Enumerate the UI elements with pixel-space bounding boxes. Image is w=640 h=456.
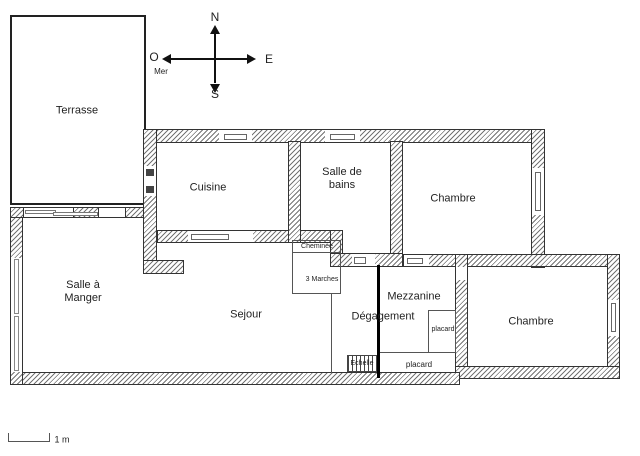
sliding-window-bar-1 [25, 210, 56, 214]
feature-label-echelle: Echelle [350, 359, 374, 367]
compass-label-east: E [264, 51, 274, 66]
compass-label-sea: Mer [154, 67, 168, 77]
compass-label-west: O [149, 49, 159, 64]
wall-salle-north-seg1 [10, 207, 24, 218]
door-terrasse [143, 166, 157, 196]
terrasse-outline [10, 15, 146, 205]
compass-arrow-west-icon [162, 54, 171, 64]
wall-west-stub [143, 260, 184, 274]
feature-label-marches: 3 Marches [305, 275, 339, 283]
partition-sejour-degagement [331, 293, 332, 373]
wall-mid-south [403, 254, 620, 267]
door-bains [352, 253, 375, 267]
feature-label-placard-degagement: placard [405, 360, 433, 370]
cheminee-divider [292, 252, 341, 253]
window-north-1 [219, 129, 252, 143]
cheminee-box [292, 240, 341, 294]
compass-label-north: N [210, 9, 220, 24]
room-label-terrasse: Terrasse [55, 104, 99, 117]
compass-label-south: S [210, 86, 220, 101]
room-label-mezzanine: Mezzanine [387, 290, 441, 303]
sliding-window-bar-2 [53, 212, 98, 216]
compass-arrow-north-icon [210, 25, 220, 34]
echelle-ladder [347, 355, 377, 372]
room-label-salle-a-manger: Salle à Manger [64, 278, 102, 304]
scale-bar-label: 1 m [54, 434, 70, 445]
window-east-lower [607, 300, 620, 336]
room-label-degagement: Dégagement [351, 310, 415, 323]
room-label-cuisine: Cuisine [189, 181, 227, 194]
wall-salle-north-seg3 [125, 207, 144, 218]
wall-partition-bains-chambre [390, 141, 403, 267]
compass-horizontal-line [170, 58, 248, 60]
wall-west-upper [143, 129, 157, 274]
door-mezzanine [404, 254, 429, 267]
room-label-chambre-nord: Chambre [430, 192, 476, 205]
window-west-1 [10, 258, 23, 315]
compass-arrow-south-icon [210, 84, 220, 93]
wall-partition-cuisine-bains [288, 141, 301, 243]
partition-degagement-mezzanine [377, 265, 380, 378]
opening-mezzanine-east [455, 267, 468, 280]
feature-label-cheminee: Cheminée [301, 242, 333, 250]
placard-degagement-line [380, 352, 455, 353]
compass-arrow-east-icon [247, 54, 256, 64]
window-north-2 [325, 129, 360, 143]
feature-label-placard-mezzanine: placard [431, 325, 455, 333]
room-label-chambre-est: Chambre [508, 315, 554, 328]
room-label-sejour: Sejour [230, 308, 262, 321]
window-west-2 [10, 315, 23, 372]
window-cuisine-south [188, 230, 253, 243]
room-label-salle-de-bains: Salle de bains [322, 165, 362, 191]
wall-chambre-est-south [455, 366, 620, 379]
wall-main-south [10, 372, 460, 385]
window-east-upper [531, 168, 545, 215]
scale-bar [8, 433, 50, 442]
